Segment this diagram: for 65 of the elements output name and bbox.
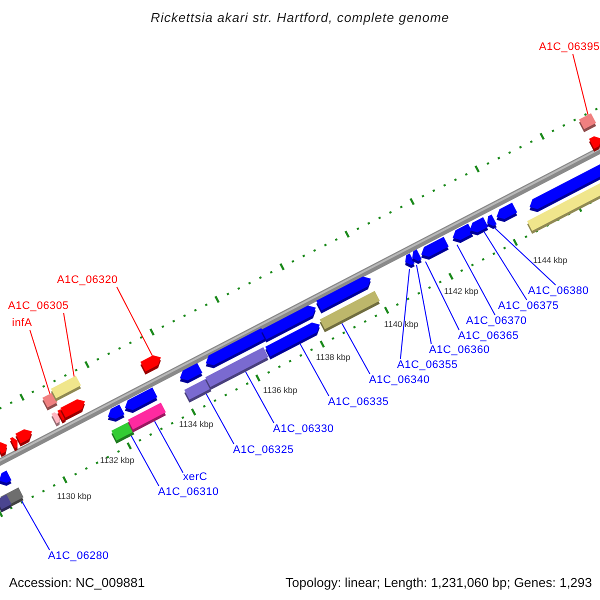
scale-label: 1144 kbp [533, 255, 568, 265]
scale-label: 1130 kbp [57, 491, 92, 501]
gene-feature [261, 306, 316, 342]
genome-stats-text: Topology: linear; Length: 1,231,060 bp; Genes: 1,293 [286, 575, 592, 590]
leader-line [484, 232, 528, 300]
gene-feature [496, 202, 518, 222]
gene-feature [452, 224, 474, 243]
gene-label: A1C_06380 [528, 285, 589, 298]
accession-text: Accession: NC_009881 [9, 575, 145, 590]
gene-label: infA [12, 317, 32, 330]
gene-feature [60, 399, 85, 421]
gene-label: A1C_06325 [233, 444, 294, 457]
gene-feature [0, 470, 12, 486]
leader-line [456, 244, 496, 316]
gene-block [0, 494, 12, 512]
gene-label: xerC [183, 471, 208, 484]
gene-block [579, 113, 596, 132]
scale-label: 1134 kbp [179, 419, 214, 429]
gene-feature [124, 387, 158, 413]
leader-line [300, 344, 330, 396]
gene-label: A1C_06355 [397, 359, 458, 372]
leader-line [425, 261, 460, 330]
scale-label: 1142 kbp [444, 286, 478, 296]
gene-label: A1C_06280 [48, 550, 109, 563]
gene-label: A1C_06305 [8, 300, 69, 313]
gene-label: A1C_06395 [539, 41, 600, 54]
leader-line [116, 286, 153, 356]
gene-feature [140, 355, 161, 375]
leader-line [63, 312, 75, 378]
gene-feature [108, 404, 124, 422]
leader-line [494, 228, 556, 286]
leader-line [29, 330, 50, 394]
gene-label: A1C_06375 [498, 300, 559, 313]
scale-label: 1140 kbp [384, 319, 418, 329]
gene-feature [589, 136, 600, 152]
gene-label: A1C_06310 [158, 486, 219, 499]
gene-feature [10, 437, 18, 452]
leader-line [416, 264, 432, 344]
leader-line [130, 435, 160, 486]
gene-feature [412, 249, 422, 264]
gene-feature [206, 328, 266, 368]
leader-line [206, 393, 234, 444]
gene-label: A1C_06365 [458, 330, 519, 343]
gene-feature [0, 442, 7, 457]
gene-label: A1C_06340 [369, 374, 430, 387]
gene-feature [421, 236, 449, 260]
gene-label: A1C_06335 [328, 396, 389, 409]
leader-line [245, 371, 274, 424]
leader-line [400, 268, 410, 360]
gene-feature [316, 276, 371, 314]
leader-line [572, 54, 588, 116]
scale-label: 1138 kbp [316, 352, 350, 362]
gene-label: A1C_06370 [466, 315, 527, 328]
leader-line [154, 420, 184, 474]
gene-label: A1C_06360 [429, 344, 490, 357]
diagram-title: Rickettsia akari str. Hartford, complete genome [150, 10, 450, 26]
scale-label: 1132 kbp [100, 455, 134, 465]
gene-label: A1C_06320 [57, 274, 118, 287]
gene-feature [180, 363, 202, 384]
gene-label: A1C_06330 [273, 423, 334, 436]
gene-feature [487, 214, 497, 229]
gene-block [50, 376, 81, 402]
leader-line [341, 322, 370, 374]
scale-label: 1136 kbp [263, 385, 298, 395]
leader-line [21, 500, 50, 550]
